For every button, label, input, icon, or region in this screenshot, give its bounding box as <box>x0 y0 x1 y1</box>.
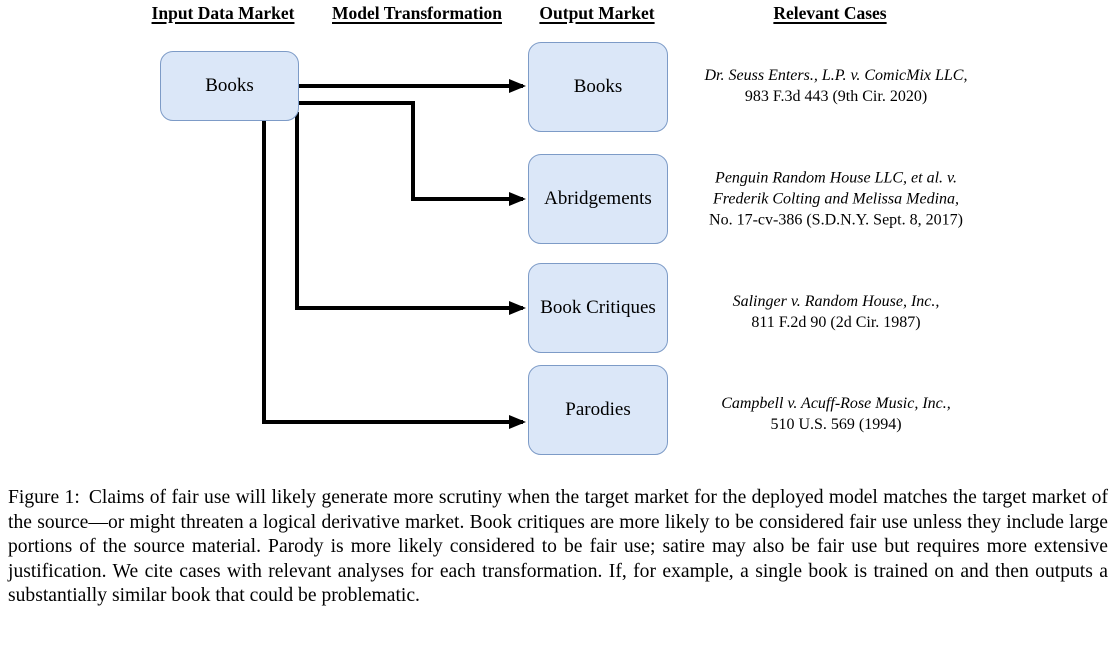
node-label: Abridgements <box>544 188 652 209</box>
flowchart-arrows <box>262 79 526 429</box>
case-reporter-citation: 983 F.3d 443 (9th Cir. 2020) <box>744 88 928 105</box>
column-header-relevant-cases: Relevant Cases <box>773 3 887 23</box>
node-output-books: Books <box>528 42 668 132</box>
case-citation-penguin-random-house: Penguin Random House LLC, et al. v. Fred… <box>676 168 996 231</box>
case-reporter-citation: 811 F.2d 90 (2d Cir. 1987) <box>751 314 921 331</box>
figure-caption-text: Claims of fair use will likely generate … <box>8 487 1109 606</box>
column-header-output-market: Output Market <box>539 3 655 23</box>
figure-caption: Figure 1:Claims of fair use will likely … <box>8 486 1108 609</box>
edge-books-to-parodies <box>262 114 526 429</box>
case-reporter-citation: No. 17-cv-386 (S.D.N.Y. Sept. 8, 2017) <box>709 211 963 229</box>
node-output-parodies: Parodies <box>528 365 668 455</box>
fair-use-flowchart: Input Data Market Model Transformation O… <box>151 3 996 455</box>
node-label: Parodies <box>565 399 631 420</box>
node-output-abridgements: Abridgements <box>528 154 668 244</box>
case-reporter-citation: 510 U.S. 569 (1994) <box>770 416 902 433</box>
case-citation-campbell: Campbell v. Acuff-Rose Music, Inc., 510 … <box>676 393 996 435</box>
node-label: Book Critiques <box>540 297 656 318</box>
node-label: Books <box>205 75 254 96</box>
column-header-input-data-market: Input Data Market <box>151 3 295 23</box>
case-name-line: Dr. Seuss Enters., L.P. v. ComicMix LLC, <box>704 67 968 84</box>
edge-books-to-abridgements <box>294 101 526 206</box>
case-name-line: Campbell v. Acuff-Rose Music, Inc., <box>721 395 951 412</box>
node-input-books: Books <box>160 51 299 121</box>
case-name-line: Frederik Colting and Melissa Medina, <box>712 190 960 208</box>
figure-caption-label: Figure 1: <box>8 487 80 508</box>
case-name-line: Penguin Random House LLC, et al. v. <box>715 169 957 187</box>
case-name-line: Salinger v. Random House, Inc., <box>732 293 940 310</box>
case-citation-dr-seuss: Dr. Seuss Enters., L.P. v. ComicMix LLC,… <box>676 65 996 107</box>
column-header-model-transformation: Model Transformation <box>332 3 502 23</box>
node-output-book-critiques: Book Critiques <box>528 263 668 353</box>
node-label: Books <box>573 76 623 97</box>
edge-books-to-book-critiques <box>295 112 526 315</box>
case-citation-salinger: Salinger v. Random House, Inc., 811 F.2d… <box>676 291 996 333</box>
